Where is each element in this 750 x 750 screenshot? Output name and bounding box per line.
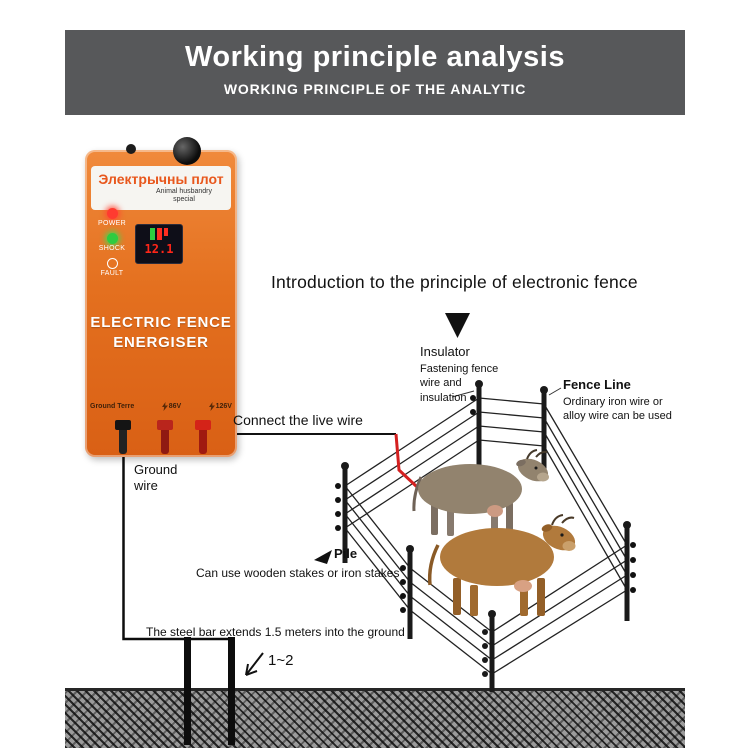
pile-description: Can use wooden stakes or iron stakes	[196, 566, 400, 580]
banner-title: Working principle analysis	[185, 41, 565, 73]
ground-wire-label: Ground wire	[134, 462, 178, 493]
indicator-shock: SHOCK	[93, 233, 131, 252]
power-label: POWER	[98, 220, 126, 227]
pile-arrow-icon	[314, 550, 332, 564]
fault-label: FAULT	[100, 270, 124, 277]
energiser-device: Электрычны плот Animal husbandry special…	[85, 137, 237, 457]
insulator-label: Insulator	[420, 344, 470, 359]
banner-subtitle: WORKING PRINCIPLE OF THE ANALYTIC	[223, 81, 527, 97]
device-name: ELECTRIC FENCE ENERGISER	[85, 313, 237, 354]
live-wire-label: Connect the live wire	[233, 412, 363, 428]
device-header: Электрычны плот Animal husbandry special	[91, 166, 231, 210]
pile-label: Pile	[334, 546, 358, 561]
ground-terminal-label: Ground Terre	[90, 403, 135, 410]
voltage-display: 12.1	[135, 224, 183, 264]
fence-line-description: Ordinary iron wire or alloy wire can be …	[563, 396, 672, 423]
device-brand: Электрычны плот	[98, 171, 224, 187]
live-wire-line	[203, 433, 434, 503]
shock-light-icon	[106, 233, 118, 244]
lightning-icon	[208, 402, 215, 411]
device-name-line2: ENERGISER	[113, 334, 209, 352]
top-screw	[126, 144, 136, 154]
86v-terminal-label: 86V	[161, 402, 181, 411]
display-bars	[138, 228, 180, 240]
lightning-icon	[161, 402, 168, 411]
indicator-power: POWER	[93, 208, 131, 227]
distance-arrow-icon	[245, 652, 264, 676]
cow-gray	[412, 449, 549, 536]
cow-brown	[427, 514, 576, 616]
fence-post-front	[482, 610, 496, 692]
steel-bar-note: The steel bar extends 1.5 meters into th…	[146, 625, 405, 639]
device-tagline: Animal husbandry special	[155, 188, 213, 204]
intro-heading: Introduction to the principle of electro…	[271, 272, 638, 292]
ground-terminal	[115, 420, 131, 454]
indicator-fault: FAULT	[93, 258, 131, 277]
indicator-panel: POWER SHOCK FAULT	[93, 208, 131, 283]
down-arrow-icon	[445, 313, 470, 338]
insulator-description: Fastening fence wire and insulation	[420, 363, 499, 404]
fence-line-pointer-line	[548, 387, 562, 396]
ground-area	[65, 688, 685, 748]
126v-terminal	[195, 420, 211, 454]
power-light-icon	[106, 208, 118, 219]
distance-label: 1~2	[268, 652, 294, 669]
86v-terminal	[157, 420, 173, 454]
insulator-dots	[335, 395, 636, 613]
fault-light-icon	[106, 258, 118, 269]
126v-terminal-label: 126V	[208, 402, 232, 411]
terminal-labels: Ground Terre 86V 126V	[90, 402, 232, 411]
fence-line-label: Fence Line	[563, 377, 631, 392]
shock-label: SHOCK	[98, 245, 126, 252]
display-value: 12.1	[144, 242, 174, 256]
device-name-line1: ELECTRIC FENCE	[90, 314, 232, 331]
power-knob	[173, 137, 201, 165]
title-banner: Working principle analysis WORKING PRINC…	[65, 30, 685, 115]
